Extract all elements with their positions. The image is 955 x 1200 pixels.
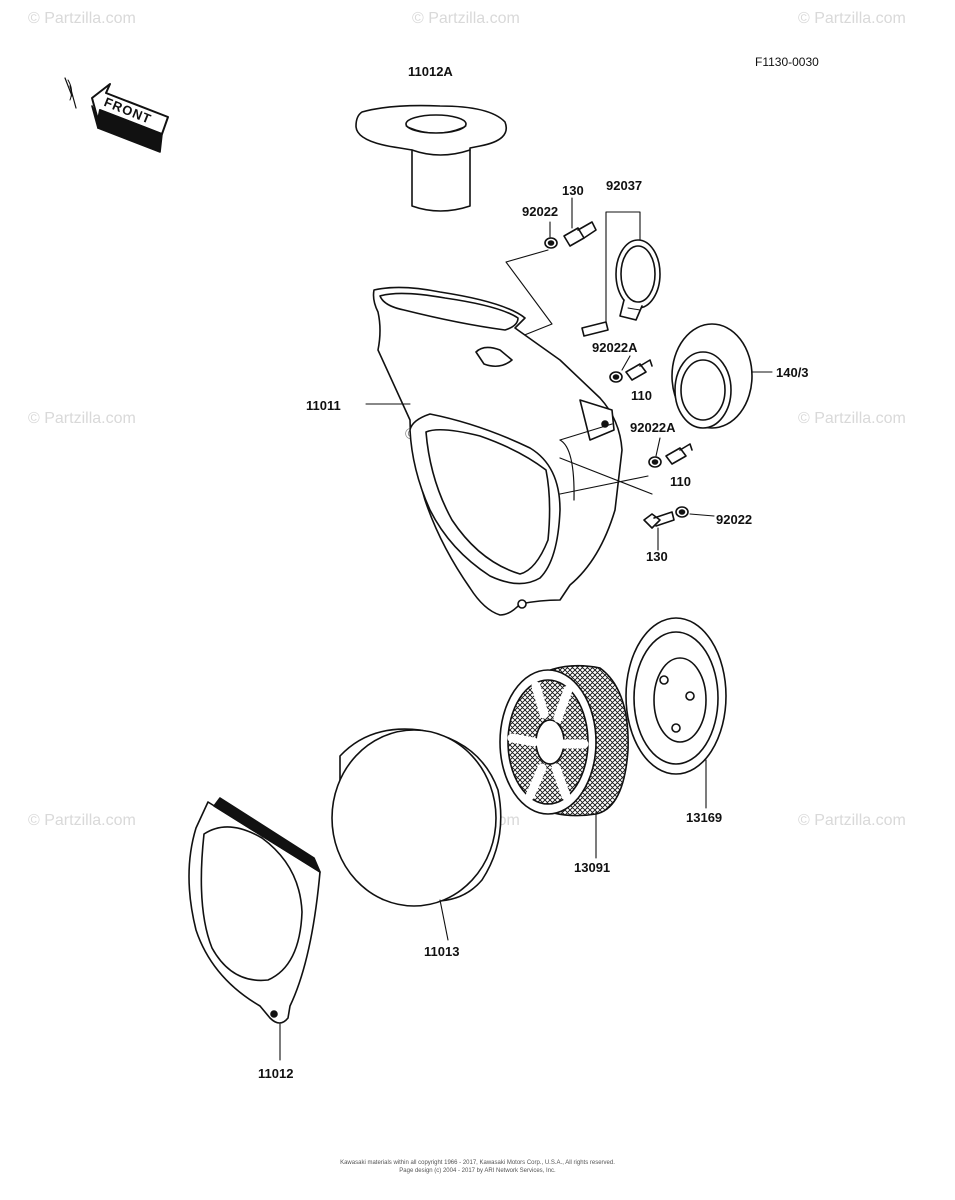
part-label-92022A[interactable]: 92022A — [592, 340, 638, 355]
part-label-110[interactable]: 110 — [670, 474, 691, 489]
hose-clamp-92037 — [581, 211, 661, 337]
part-label-11012[interactable]: 11012 — [258, 1066, 294, 1081]
part-label-92022[interactable]: 92022 — [716, 512, 753, 527]
bolt-130-bottom — [643, 511, 675, 551]
copyright-line: Kawasaki materials within all copyright … — [340, 1160, 615, 1166]
washer-92022A-upper — [609, 371, 623, 383]
washer-92022-bottom — [675, 506, 715, 518]
part-label-92022A[interactable]: 92022A — [630, 420, 676, 435]
bolt-110-upper — [621, 355, 653, 381]
diagram-code: F1130-0030 — [755, 55, 819, 69]
washer-92022A-middle — [648, 456, 662, 468]
part-label-11013[interactable]: 11013 — [424, 944, 460, 959]
part-label-14073[interactable]: 140/3 — [776, 365, 809, 380]
watermark: © Partzilla.com — [28, 10, 136, 27]
part-label-13091[interactable]: 13091 — [574, 860, 611, 875]
filter-cover-11012 — [188, 797, 321, 1061]
bolt-130-top — [563, 221, 597, 247]
watermark: © Partzilla.com — [28, 410, 136, 427]
watermark: © Partzilla.com — [798, 10, 906, 27]
part-label-130[interactable]: 130 — [562, 183, 584, 198]
watermark: © Partzilla.com — [412, 10, 520, 27]
watermark: © Partzilla.com — [798, 812, 906, 829]
filter-plate-13169 — [625, 617, 727, 809]
part-label-92022[interactable]: 92022 — [522, 204, 559, 219]
bolt-110-middle — [655, 437, 693, 465]
copyright-line: Page design (c) 2004 - 2017 by ARI Netwo… — [399, 1168, 556, 1174]
intake-duct-11012A — [355, 104, 507, 212]
part-label-130[interactable]: 130 — [646, 549, 668, 564]
air-box-housing-11011 — [365, 286, 653, 616]
part-label-11011[interactable]: 11011 — [306, 398, 341, 413]
part-label-11012A[interactable]: 11012A — [408, 64, 453, 79]
watermark: © Partzilla.com — [28, 812, 136, 829]
part-label-110[interactable]: 110 — [631, 388, 652, 403]
front-arrow-icon — [64, 77, 169, 153]
part-label-13169[interactable]: 13169 — [686, 810, 723, 825]
watermark: © Partzilla.com — [798, 410, 906, 427]
part-label-92037[interactable]: 92037 — [606, 178, 643, 193]
filter-element-13091 — [499, 664, 629, 859]
washer-92022-top — [544, 237, 558, 249]
foam-filter-11013 — [331, 728, 502, 941]
cover-cap-14073 — [671, 323, 773, 429]
leader-line — [505, 249, 553, 337]
